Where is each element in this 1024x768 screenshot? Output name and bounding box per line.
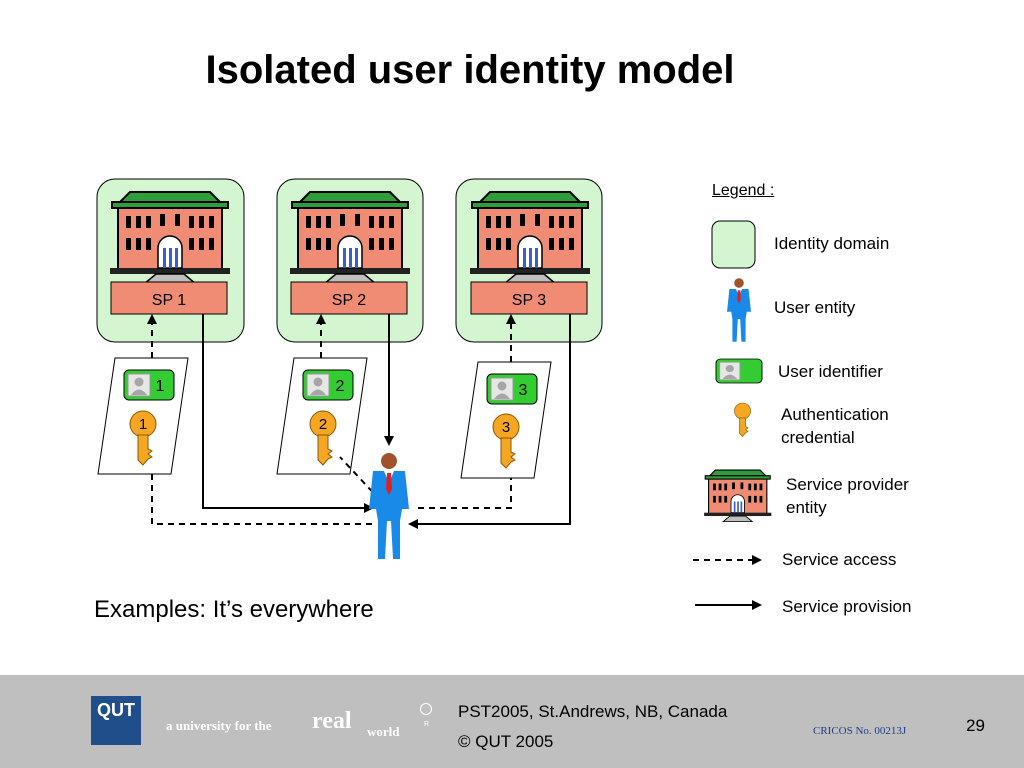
legend-label-service-access: Service access (782, 550, 897, 569)
slide-title: Isolated user identity model (205, 48, 735, 92)
sp-label-1: SP 1 (152, 292, 187, 309)
sp-label-3: SP 3 (512, 292, 547, 309)
conference-text: PST2005, St.Andrews, NB, Canada (458, 702, 728, 721)
copyright-text: © QUT 2005 (458, 732, 554, 751)
cricos-text: CRICOS No. 00213J (813, 725, 907, 737)
legend-label-user-entity: User entity (774, 298, 856, 317)
identifier-number-2: 2 (336, 378, 345, 395)
registered-circle-icon (420, 703, 432, 715)
identifier-number-3: 3 (519, 382, 528, 399)
legend-label-user-identifier: User identifier (778, 362, 883, 381)
service-provider-building-3 (469, 191, 591, 285)
user-entity-figure (369, 453, 409, 559)
legend-label-sp-entity-1: Service provider (786, 475, 909, 494)
footer-bar (0, 675, 1024, 768)
tagline-prefix: a university for the (166, 718, 272, 733)
key-number-1: 1 (139, 416, 147, 433)
user-identifier-card-3 (486, 373, 538, 405)
sp-box-3 (470, 281, 588, 315)
page-number: 29 (966, 716, 985, 735)
service-provision-arrows (202, 314, 571, 529)
legend-label-auth-credential-2: credential (781, 428, 855, 447)
legend-label-identity-domain: Identity domain (774, 234, 890, 253)
legend-identifier-icon (715, 358, 763, 384)
tagline-world: world (367, 724, 400, 739)
user-identifier-card-1 (123, 369, 175, 401)
legend-label-sp-entity-2: entity (786, 498, 827, 517)
sp-label-2: SP 2 (332, 292, 367, 309)
sp-box-1 (110, 281, 228, 315)
tagline-real: real (312, 708, 352, 734)
legend-key-icon (734, 402, 751, 437)
sp-box-2 (290, 281, 408, 315)
legend-label-auth-credential-1: Authentication (781, 405, 889, 424)
service-access-arrows (147, 314, 516, 525)
legend-user-icon (727, 278, 751, 342)
examples-text: Examples: It’s everywhere (94, 596, 374, 623)
legend-identity-domain-swatch (711, 220, 756, 269)
legend-title: Legend : (712, 182, 775, 199)
legend-label-service-provision: Service provision (782, 597, 912, 616)
key-number-2: 2 (319, 416, 327, 433)
identifier-number-1: 1 (156, 378, 165, 395)
qut-logo-text: QUT (97, 700, 135, 720)
user-identifier-card-2 (302, 369, 354, 401)
service-provider-building-1 (109, 191, 231, 285)
key-number-3: 3 (502, 419, 510, 436)
legend-building-icon (703, 469, 772, 523)
registered-mark: R (424, 721, 430, 728)
qut-logo: QUT (91, 696, 141, 745)
service-provider-building-2 (289, 191, 411, 285)
identity-diagram: SP 1 SP 2 SP 3 1 2 3 1 2 3 (96, 178, 772, 610)
